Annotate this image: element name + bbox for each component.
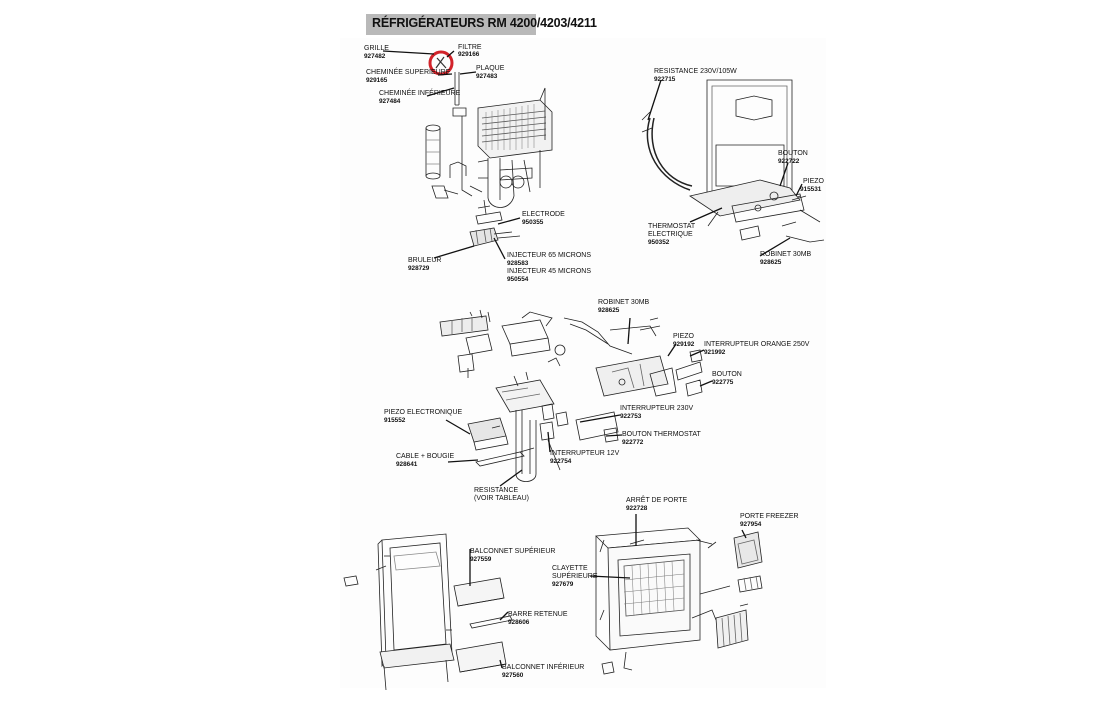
label-arret-porte: ARRÊT DE PORTE [626, 495, 688, 504]
label-plaque: PLAQUE [476, 65, 505, 72]
label-balconnet-sup: BALCONNET SUPÉRIEUR [470, 546, 555, 555]
label-resistance-tableau-2: (VOIR TABLEAU) [474, 495, 529, 502]
label-injecteur45: INJECTEUR 45 MICRONS [507, 268, 591, 275]
diagram-paper [340, 38, 826, 688]
label-bouton-mid: BOUTON [712, 371, 742, 378]
ref-bouton-mid: 922775 [712, 379, 734, 386]
controls-exploded-drawing [439, 309, 703, 482]
ref-bouton-thermostat: 922772 [622, 439, 644, 446]
label-cheminee-inf: CHEMINÉE INFÉRIEURE [379, 88, 461, 97]
ref-clayette: 927679 [552, 581, 574, 588]
ref-balconnet-inf: 927560 [502, 672, 524, 679]
label-robinet-mid: ROBINET 30MB [598, 299, 650, 306]
ref-plaque: 927483 [476, 73, 498, 80]
label-cheminee-sup: CHEMINÉE SUPERIEURE [366, 67, 451, 76]
label-filtre: FILTRE [458, 44, 482, 51]
label-piezo-mid: PIEZO [673, 333, 695, 340]
label-clayette-2: SUPÉRIEURE [552, 571, 598, 580]
label-interrupteur12: INTERRUPTEUR 12V [550, 450, 620, 457]
label-resistance-tableau: RESISTANCE [474, 487, 519, 494]
label-barre-retenue: BARRE RETENUE [508, 611, 568, 618]
ref-resistance230: 922715 [654, 76, 676, 83]
door-drawing [343, 533, 513, 691]
ref-electrode: 950355 [522, 219, 544, 226]
ref-injecteur65: 928583 [507, 260, 529, 267]
label-interrupteur230: INTERRUPTEUR 230V [620, 405, 693, 412]
ref-interrupteur230: 922753 [620, 413, 642, 420]
leader-lines-bottom-right [589, 514, 747, 579]
ref-filtre: 929166 [458, 51, 480, 58]
ref-bouton-top: 922722 [778, 158, 800, 165]
diagram-title: RÉFRIGÉRATEURS RM 4200/4203/4211 [372, 16, 597, 30]
ref-injecteur45: 950554 [507, 276, 529, 283]
ref-barre-retenue: 928606 [508, 619, 530, 626]
ref-robinet-mid: 928625 [598, 307, 620, 314]
fridge-body-drawing [595, 527, 763, 675]
ref-cheminee-sup: 929165 [366, 77, 388, 84]
ref-balconnet-sup: 927559 [470, 556, 492, 563]
title-bar [366, 14, 536, 35]
label-balconnet-inf: BALCONNET INFÉRIEUR [502, 662, 584, 671]
ref-interrupteur12: 922754 [550, 458, 572, 465]
label-piezo-top: PIEZO [803, 178, 825, 185]
ref-piezo-top: 915531 [800, 186, 822, 193]
label-bruleur: BRULEUR [408, 257, 441, 264]
ref-arret-porte: 922728 [626, 505, 648, 512]
label-robinet-top: ROBINET 30MB [760, 251, 812, 258]
ref-grille: 927482 [364, 53, 386, 60]
label-bouton-thermostat: BOUTON THERMOSTAT [622, 431, 702, 438]
label-resistance230: RESISTANCE 230V/105W [654, 68, 737, 75]
label-cable-bougie: CABLE + BOUGIE [396, 453, 454, 460]
label-electrode: ELECTRODE [522, 211, 565, 218]
highlight-circle [428, 50, 454, 76]
ref-piezo-electronique: 915552 [384, 417, 406, 424]
label-thermostat: THERMOSTAT [648, 223, 696, 230]
leader-lines-top-left [382, 50, 521, 260]
label-grille: GRILLE [364, 45, 389, 52]
ref-cable-bougie: 928641 [396, 461, 418, 468]
fridge-back-drawing [641, 79, 825, 243]
ref-porte-freezer: 927954 [740, 521, 762, 528]
label-bouton-top: BOUTON [778, 150, 808, 157]
cooling-unit-drawing [425, 72, 553, 247]
label-piezo-electronique: PIEZO ELECTRONIQUE [384, 409, 463, 416]
label-interrupteur-orange: INTERRUPTEUR ORANGE 250V [704, 341, 810, 348]
ref-interrupteur-orange: 921992 [704, 349, 726, 356]
leader-lines-top-right [647, 79, 803, 257]
ref-piezo-mid: 929192 [673, 341, 695, 348]
ref-thermostat: 950352 [648, 239, 670, 246]
label-porte-freezer: PORTE FREEZER [740, 513, 799, 520]
label-clayette: CLAYETTE [552, 565, 588, 572]
label-thermostat-2: ELECTRIQUE [648, 231, 693, 238]
label-injecteur65: INJECTEUR 65 MICRONS [507, 252, 591, 259]
leader-lines-bottom-left [469, 549, 509, 669]
ref-cheminee-inf: 927484 [379, 98, 401, 105]
ref-robinet-top: 928625 [760, 259, 782, 266]
part-labels: GRILLE 927482 FILTRE 929166 PLAQUE 92748… [364, 44, 825, 679]
ref-bruleur: 928729 [408, 265, 430, 272]
leader-lines-middle [445, 317, 713, 487]
